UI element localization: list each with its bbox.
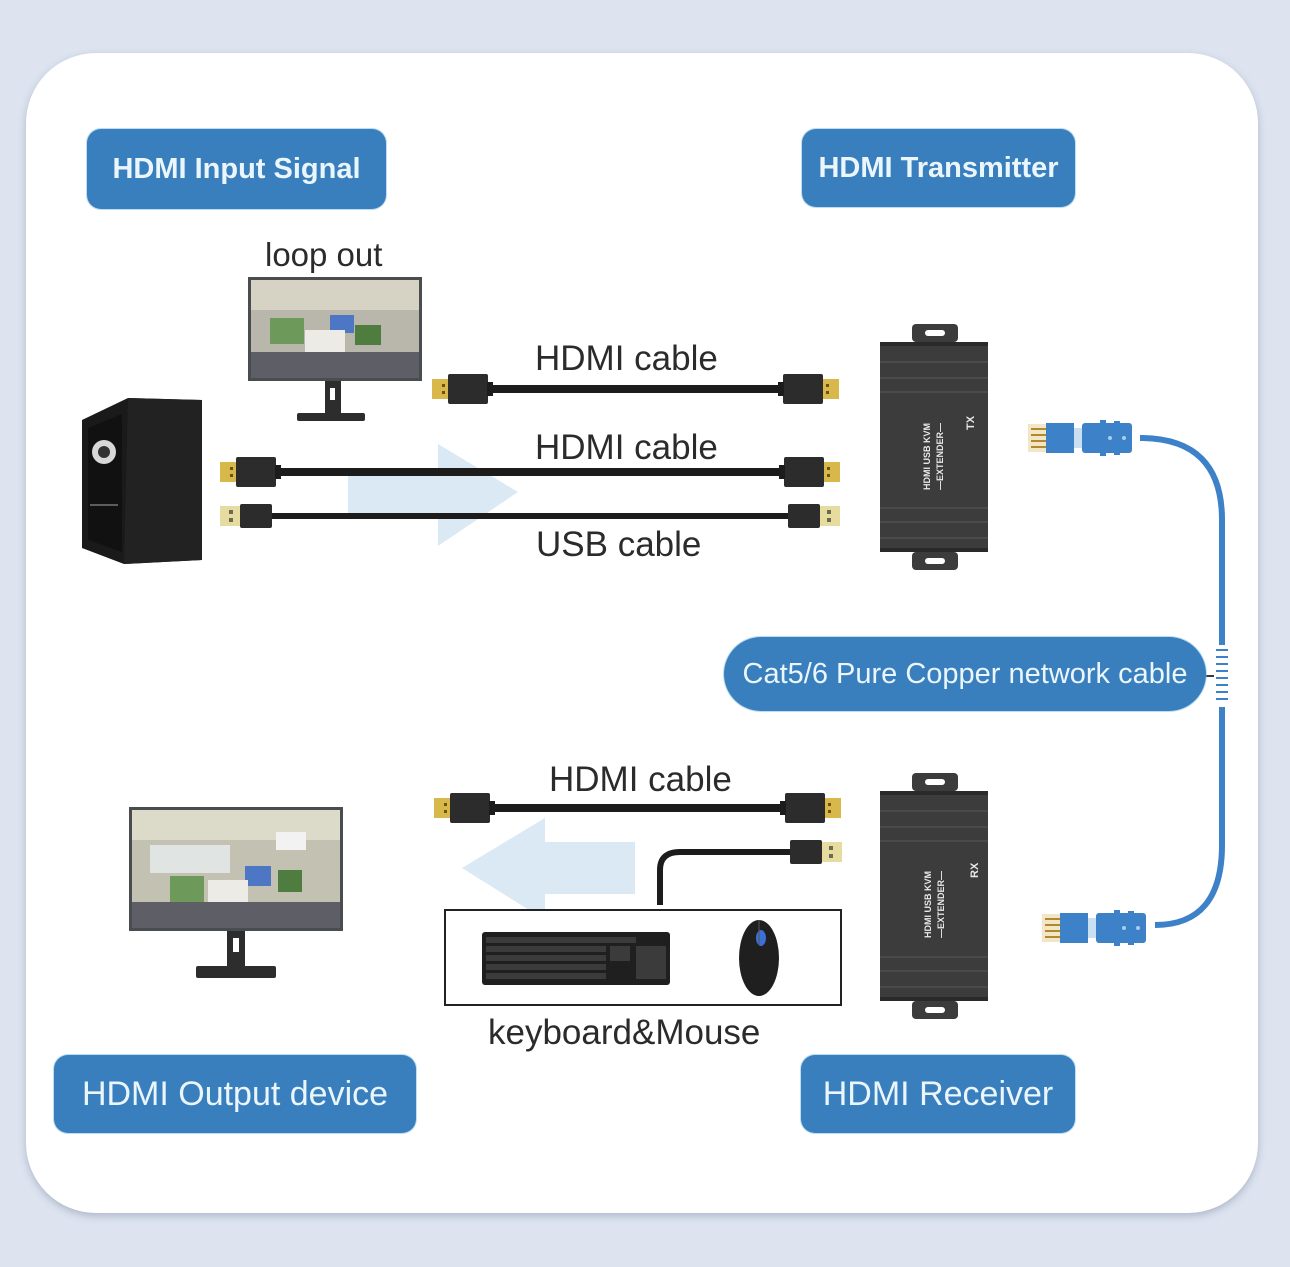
output-monitor-icon — [129, 807, 343, 978]
receiver-tag: RX — [969, 862, 981, 878]
rj45-connector-bottom-icon — [1041, 909, 1147, 947]
receiver-model-line1: HDMI USB KVM — [923, 871, 933, 938]
diagram-card — [26, 53, 1258, 1213]
label-network-cable: Cat5/6 Pure Copper network cable — [724, 637, 1206, 711]
monitor-icon — [248, 277, 422, 421]
caption-loop-out: loop out — [265, 236, 383, 273]
caption-keyboard-mouse: keyboard&Mouse — [488, 1013, 761, 1052]
keyboard-usb-cable — [657, 840, 842, 905]
hdmi-cable-top — [432, 374, 839, 404]
arrow-right-icon — [348, 444, 518, 546]
label-hdmi-receiver: HDMI Receiver — [801, 1055, 1075, 1133]
receiver-model-line2: —EXTENDER— — [936, 871, 946, 938]
caption-hdmi-cable-middle: HDMI cable — [535, 428, 718, 467]
rj45-connector-top-icon — [1027, 419, 1133, 457]
mouse-icon — [739, 920, 779, 996]
caption-hdmi-cable-top: HDMI cable — [535, 339, 718, 378]
caption-hdmi-cable-bottom: HDMI cable — [549, 760, 732, 799]
caption-usb-cable: USB cable — [536, 525, 702, 564]
label-hdmi-output-device: HDMI Output device — [54, 1055, 416, 1133]
arrow-left-icon — [462, 818, 635, 920]
hdmi-cable-middle — [220, 457, 840, 487]
transmitter-model-line2: —EXTENDER— — [935, 423, 945, 490]
transmitter-model-line1: HDMI USB KVM — [922, 423, 932, 490]
label-hdmi-input-signal: HDMI Input Signal — [87, 129, 386, 209]
label-hdmi-transmitter: HDMI Transmitter — [802, 129, 1075, 207]
network-cable — [1139, 435, 1230, 928]
pc-tower-icon — [82, 398, 202, 564]
hdmi-cable-bottom — [434, 793, 841, 823]
receiver-device-icon — [880, 773, 988, 1019]
transmitter-tag: TX — [965, 415, 977, 430]
transmitter-device-icon — [880, 324, 988, 570]
usb-cable — [220, 504, 840, 528]
keyboard-icon — [482, 932, 670, 985]
